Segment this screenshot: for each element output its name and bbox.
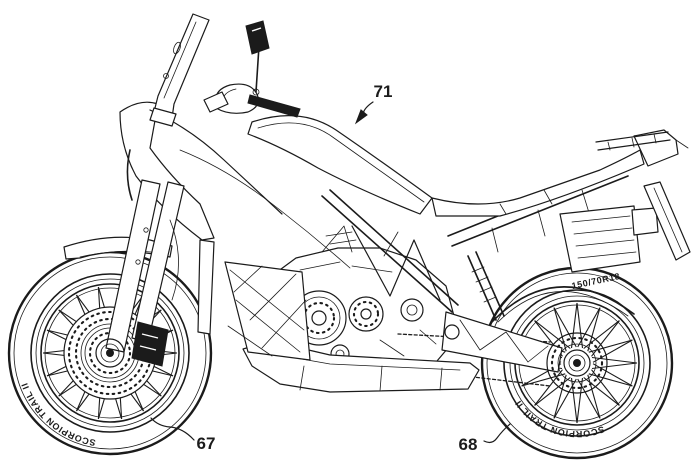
- brake-caliper: [131, 321, 169, 367]
- side-vent-panel: [559, 205, 659, 273]
- rear-hub-sprocket: [546, 332, 608, 394]
- front-rim: [40, 283, 180, 423]
- dash-display: [203, 91, 229, 113]
- front-rim-outer: [35, 278, 185, 428]
- ref-numeral-68: 68: [459, 435, 478, 454]
- leader-arrow-71-head: [354, 109, 368, 125]
- brake-line: [169, 219, 179, 301]
- fuel-tank: [247, 115, 433, 215]
- handlebar-grip: [247, 94, 301, 118]
- leader-line-67: [150, 417, 195, 441]
- rear-tire-inner: [503, 289, 651, 437]
- mirror: [245, 20, 270, 96]
- leader-arrow-71-shaft: [362, 101, 374, 115]
- ref-numeral-71: 71: [374, 82, 393, 101]
- tail-box: [631, 207, 659, 236]
- windscreen-bracket: [149, 107, 177, 127]
- windscreen: [149, 13, 210, 127]
- rear-tire-size-text: 150/70R18: [571, 271, 621, 291]
- handguard: [214, 83, 259, 114]
- seat: [431, 149, 645, 217]
- radiator-guard: [224, 261, 311, 361]
- swingarm: [441, 311, 563, 373]
- rear-hugger-fender: [491, 286, 635, 323]
- leader-line-68: [483, 423, 511, 444]
- front-hub: [95, 338, 125, 368]
- trellis-frame: [321, 165, 629, 313]
- rear-mudguard: [643, 181, 691, 261]
- rear-shock: [467, 251, 505, 321]
- front-tire-tread-line: [13, 256, 207, 450]
- front-tire-inner: [30, 273, 190, 433]
- fender-mudflap: [197, 239, 215, 335]
- reference-labels: 71 67 68: [150, 82, 511, 454]
- rear-tire-tread-line: [486, 272, 668, 454]
- tail-rack: [595, 129, 689, 167]
- windscreen-vent: [173, 41, 181, 55]
- ref-numeral-67: 67: [197, 434, 216, 453]
